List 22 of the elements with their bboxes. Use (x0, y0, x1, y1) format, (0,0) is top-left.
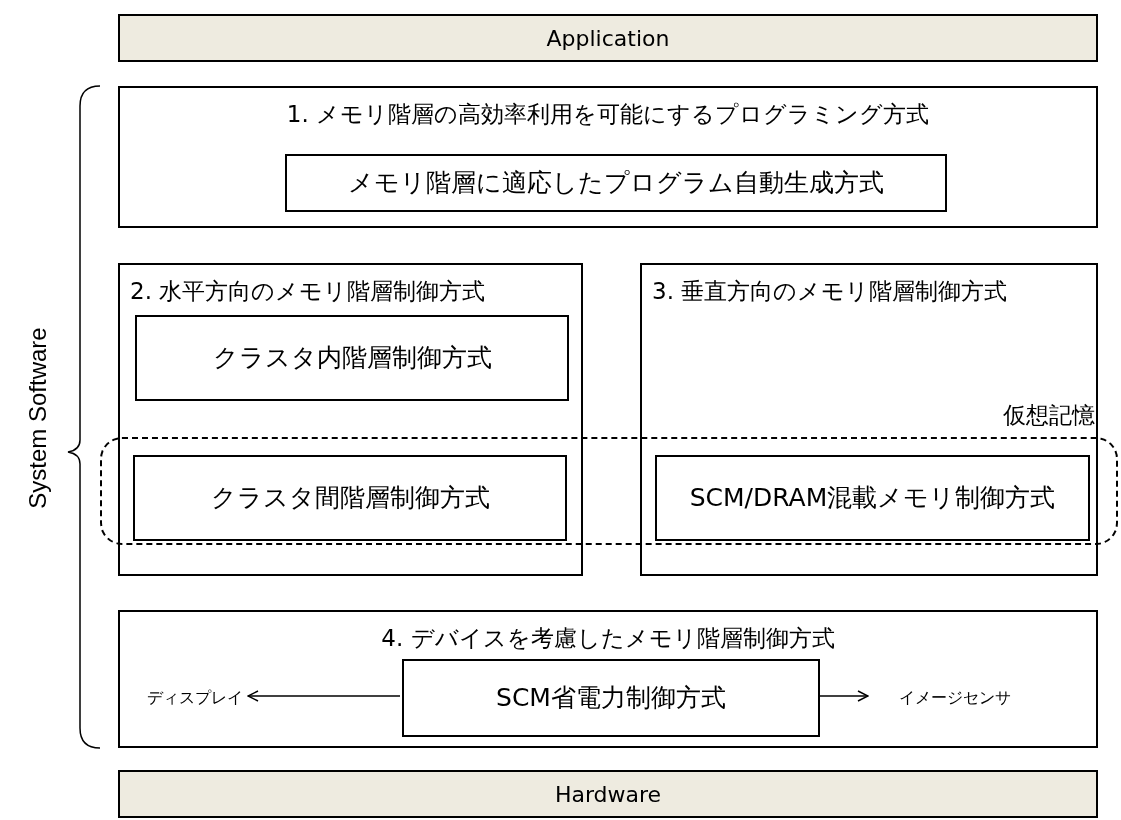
layer-bar: Application (118, 14, 1098, 62)
group-label: 仮想記憶 (1003, 401, 1095, 430)
device-label: イメージセンサ (870, 684, 1040, 712)
arrow (247, 690, 401, 702)
method-box: クラスタ間階層制御方式 (133, 455, 567, 541)
method-box: クラスタ内階層制御方式 (135, 315, 569, 401)
section-panel (118, 610, 1098, 748)
device-label: ディスプレイ (140, 684, 250, 712)
section-heading: 1. メモリ階層の高効率利用を可能にするプログラミング方式 (285, 100, 931, 128)
section-heading: 4. デバイスを考慮したメモリ階層制御方式 (380, 624, 836, 652)
section-panel (118, 263, 583, 576)
method-box: メモリ階層に適応したプログラム自動生成方式 (285, 154, 947, 212)
section-panel (118, 86, 1098, 228)
section-heading: 2. 水平方向のメモリ階層制御方式 (130, 277, 486, 305)
dashed-group-outline (100, 437, 1118, 545)
section-heading: 3. 垂直方向のメモリ階層制御方式 (652, 277, 1008, 305)
section-panel (640, 263, 1098, 576)
arrow (817, 690, 869, 702)
method-box: SCM省電力制御方式 (402, 659, 820, 737)
method-box: SCM/DRAM混載メモリ制御方式 (655, 455, 1090, 541)
layer-bar: Hardware (118, 770, 1098, 818)
side-label: System Software (23, 327, 52, 509)
